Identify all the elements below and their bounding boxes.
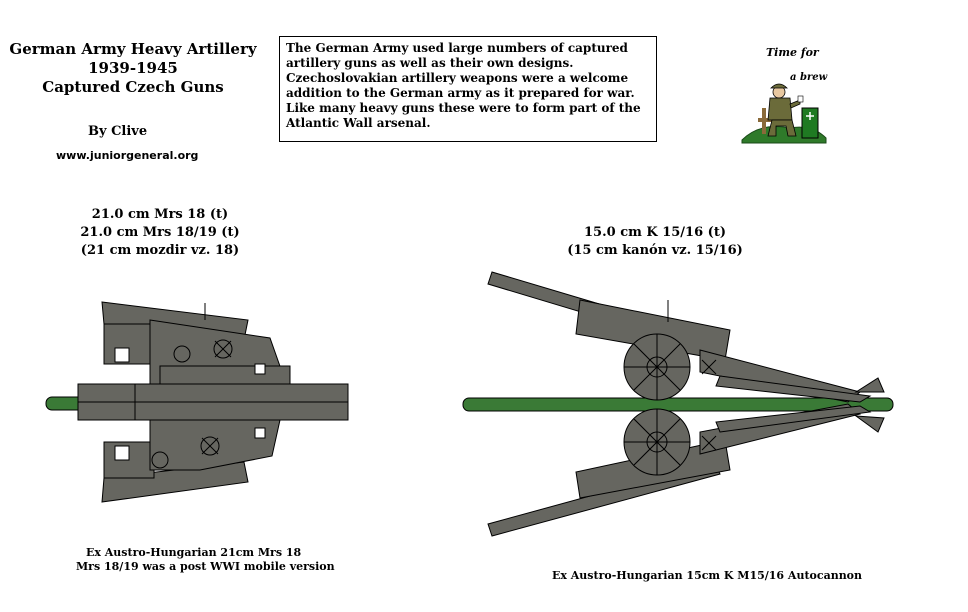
gun-1-caption-line: (21 cm mozdir vz. 18) [80,243,240,258]
title-line-3: Captured Czech Guns [42,78,224,96]
gun-1-note-line: Mrs 18/19 was a post WWI mobile version [76,560,335,573]
info-line: The German Army used large numbers of ca… [286,41,628,55]
field-gun-bottom [487,403,885,537]
brew-caption-line-1: Time for [766,46,819,59]
gun-2-caption-line: 15.0 cm K 15/16 (t) [584,225,726,240]
website-link[interactable]: www.juniorgeneral.org [56,149,199,162]
info-line: addition to the German army as it prepar… [286,86,635,100]
field-gun-base [462,397,894,412]
info-line: Like many heavy guns these were to form … [286,101,641,115]
mortar-bottom [101,419,281,503]
wheel-spokes-top [624,334,690,400]
wheel-spokes-bottom [624,409,690,475]
brew-soldier-icon [741,83,827,144]
field-gun-top [487,271,885,403]
info-box: The German Army used large numbers of ca… [279,36,657,142]
byline: By Clive [88,124,148,139]
title-line-1: German Army Heavy Artillery [9,40,257,58]
info-line: Czechoslovakian artillery weapons were a… [286,71,629,85]
gun-2-caption-line: (15 cm kanón vz. 15/16) [567,243,743,258]
gun-2-note: Ex Austro-Hungarian 15cm K M15/16 Autoca… [552,569,862,583]
info-line: Atlantic Wall arsenal. [286,116,431,130]
gun-2-caption: 15.0 cm K 15/16 (t) (15 cm kanón vz. 15/… [540,224,770,260]
gun-1-note: Ex Austro-Hungarian 21cm Mrs 18 Mrs 18/1… [76,546,335,574]
brew-caption-line-2: a brew [790,72,828,83]
info-line: artillery guns as well as their own desi… [286,56,574,70]
page-title: German Army Heavy Artillery 1939-1945 Ca… [8,40,258,97]
gun-1-note-line: Ex Austro-Hungarian 21cm Mrs 18 [86,546,302,559]
mortar-top [101,301,291,385]
mortar-illustration [45,301,349,503]
gun-2-note-line: Ex Austro-Hungarian 15cm K M15/16 Autoca… [552,569,863,582]
mortar-base [45,396,349,411]
title-line-2: 1939-1945 [88,59,178,77]
mortar-platform [77,383,349,421]
gun-1-caption-line: 21.0 cm Mrs 18 (t) [91,207,229,222]
field-gun-illustration [462,271,894,537]
gun-1-caption-line: 21.0 cm Mrs 18/19 (t) [80,225,240,240]
gun-1-caption: 21.0 cm Mrs 18 (t) 21.0 cm Mrs 18/19 (t)… [60,206,260,260]
